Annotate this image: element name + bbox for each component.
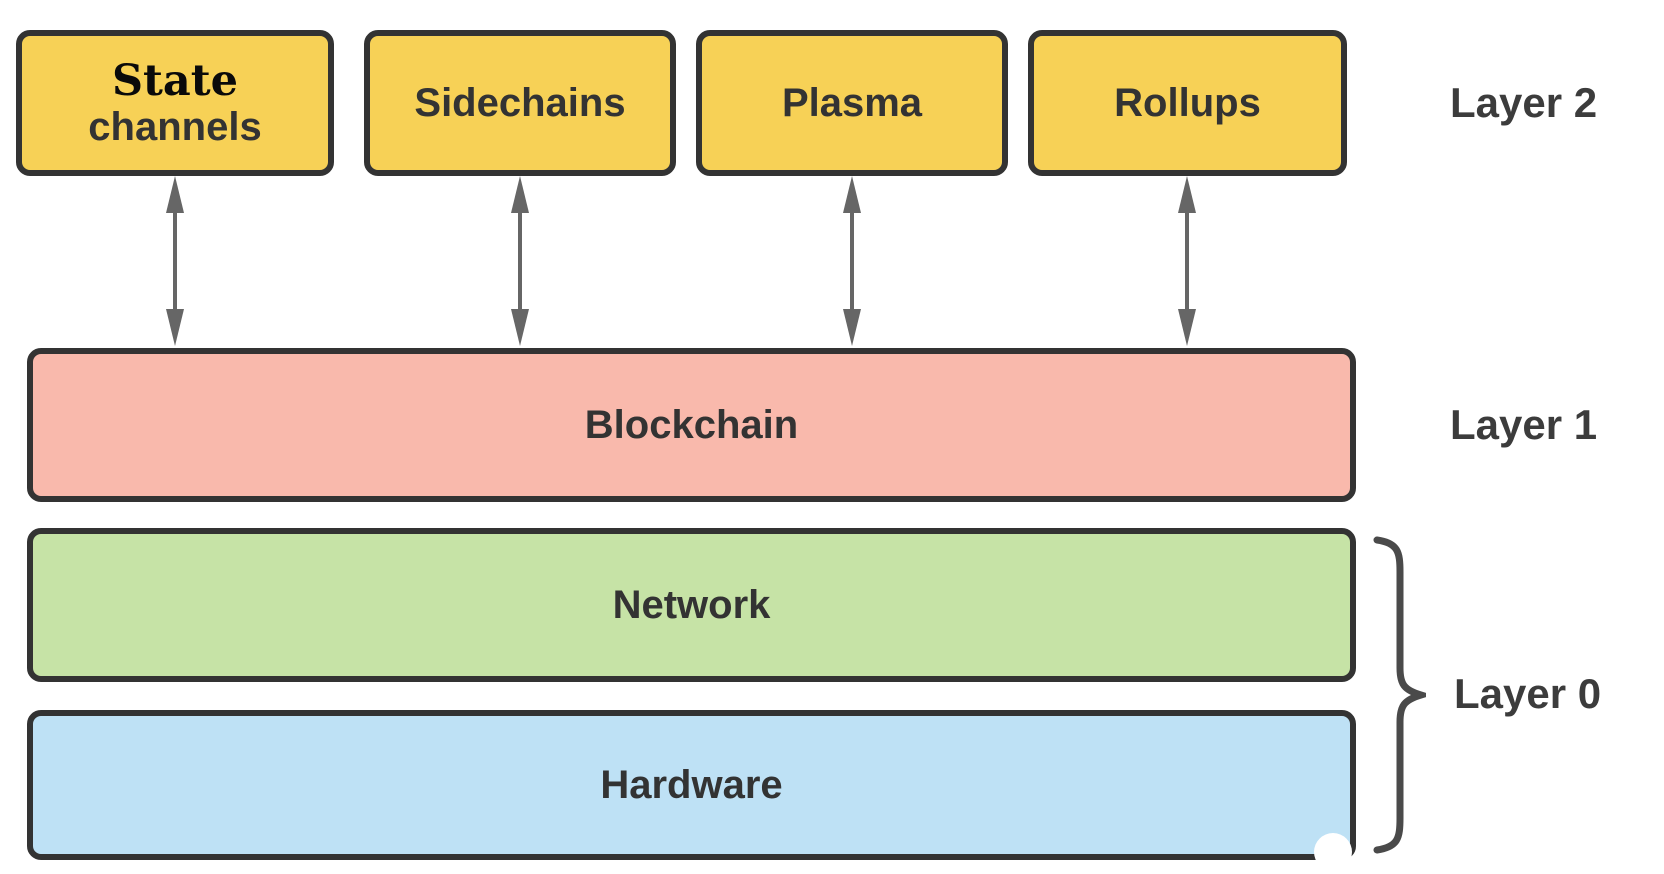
node-rollups: Rollups [1028, 30, 1347, 176]
bidirectional-arrow-state-channels [166, 176, 184, 346]
node-blockchain: Blockchain [27, 348, 1356, 502]
node-hardware: Hardware [27, 710, 1356, 860]
bidirectional-arrow-plasma [843, 176, 861, 346]
node-state-channels-label: State channels [88, 55, 262, 150]
layer-1-label: Layer 1 [1450, 401, 1598, 448]
bidirectional-arrow-sidechains [511, 176, 529, 346]
node-state-channels: State channels [16, 30, 334, 176]
node-blockchain-label: Blockchain [584, 402, 799, 447]
node-rollups-label: Rollups [1114, 80, 1261, 125]
node-label-line2: channels [88, 104, 262, 149]
node-network-label: Network [612, 582, 771, 627]
node-plasma: Plasma [696, 30, 1008, 176]
corner-cutout [1314, 833, 1352, 871]
node-plasma-label: Plasma [781, 80, 923, 125]
node-sidechains-label: Sidechains [414, 80, 626, 125]
layer-0-label: Layer 0 [1454, 670, 1602, 717]
curly-brace-icon [1373, 536, 1426, 854]
bidirectional-arrow-rollups [1178, 176, 1196, 346]
layer-2-label: Layer 2 [1450, 79, 1598, 126]
node-sidechains: Sidechains [364, 30, 676, 176]
node-label-line1: State [112, 55, 238, 106]
node-hardware-label: Hardware [600, 762, 783, 807]
node-network: Network [27, 528, 1356, 682]
